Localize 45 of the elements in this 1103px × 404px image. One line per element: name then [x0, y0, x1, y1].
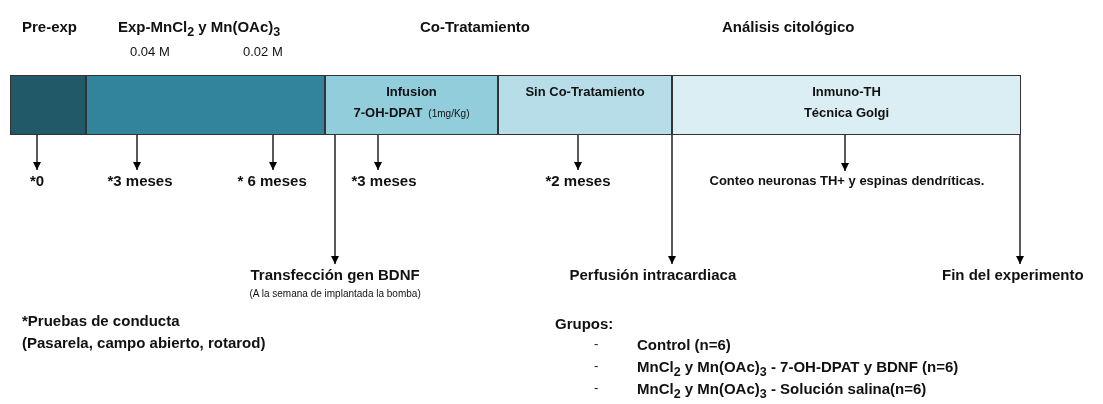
segment-label: 7-OH-DPAT — [353, 105, 423, 120]
timeline-segment — [86, 75, 325, 135]
segment-label: Técnica Golgi — [803, 105, 890, 120]
arrow — [1016, 134, 1024, 265]
phase-heading: Pre-exp — [22, 18, 78, 35]
dose-note: (1mg/Kg) — [428, 108, 470, 119]
phase-heading: Análisis citológico — [722, 18, 855, 35]
event-label: Perfusión intracardiaca — [569, 266, 737, 283]
arrow — [374, 134, 382, 171]
timeline-segment — [498, 75, 672, 135]
time-label: *0 — [30, 172, 45, 189]
arrow — [269, 134, 277, 171]
segment-label: Sin Co-Tratamiento — [525, 84, 645, 99]
note-text: Grupos: — [555, 315, 614, 332]
timeline-segment — [325, 75, 498, 135]
segment-label: Infusion — [386, 84, 437, 99]
arrow — [668, 134, 676, 265]
note-text: - — [594, 358, 599, 373]
arrow — [33, 134, 41, 171]
note-text: (Pasarela, campo abierto, rotarod) — [22, 334, 266, 351]
timeline-segment — [672, 75, 1021, 135]
note-text: *Pruebas de conducta — [22, 312, 180, 329]
arrow — [574, 134, 582, 171]
time-label: *2 meses — [545, 172, 611, 189]
arrow — [841, 134, 849, 172]
phase-heading: Exp-MnCl$_{2}$ y Mn(OAc)$_{3}$ — [118, 18, 281, 39]
note-text: - — [594, 380, 599, 395]
event-label: Transfección gen BDNF — [250, 266, 420, 283]
time-label: *3 meses — [107, 172, 173, 189]
time-label: *3 meses — [351, 172, 417, 189]
note-text: (A la semana de implantada la bomba) — [249, 288, 421, 299]
concentration-label: 0.02 M — [243, 44, 283, 59]
timeline-segment — [10, 75, 86, 135]
arrow — [133, 134, 141, 171]
time-label: * 6 meses — [237, 172, 307, 189]
note-text: - — [594, 336, 599, 351]
note-text: MnCl$_{2}$ y Mn(OAc)$_{3}$ - Solución salina(n=6) — [637, 380, 927, 401]
event-label: Fin del experimento — [942, 266, 1084, 283]
segment-label: Inmuno-TH — [812, 84, 881, 99]
arrow — [331, 134, 339, 265]
note-text: MnCl$_{2}$ y Mn(OAc)$_{3}$ - 7-OH-DPAT y BDNF (n=6) — [637, 358, 959, 379]
note-text: Control (n=6) — [637, 336, 731, 353]
time-label: Conteo neuronas TH+ y espinas dendríticas. — [709, 173, 985, 188]
phase-heading: Co-Tratamiento — [420, 18, 530, 35]
concentration-label: 0.04 M — [130, 44, 170, 59]
